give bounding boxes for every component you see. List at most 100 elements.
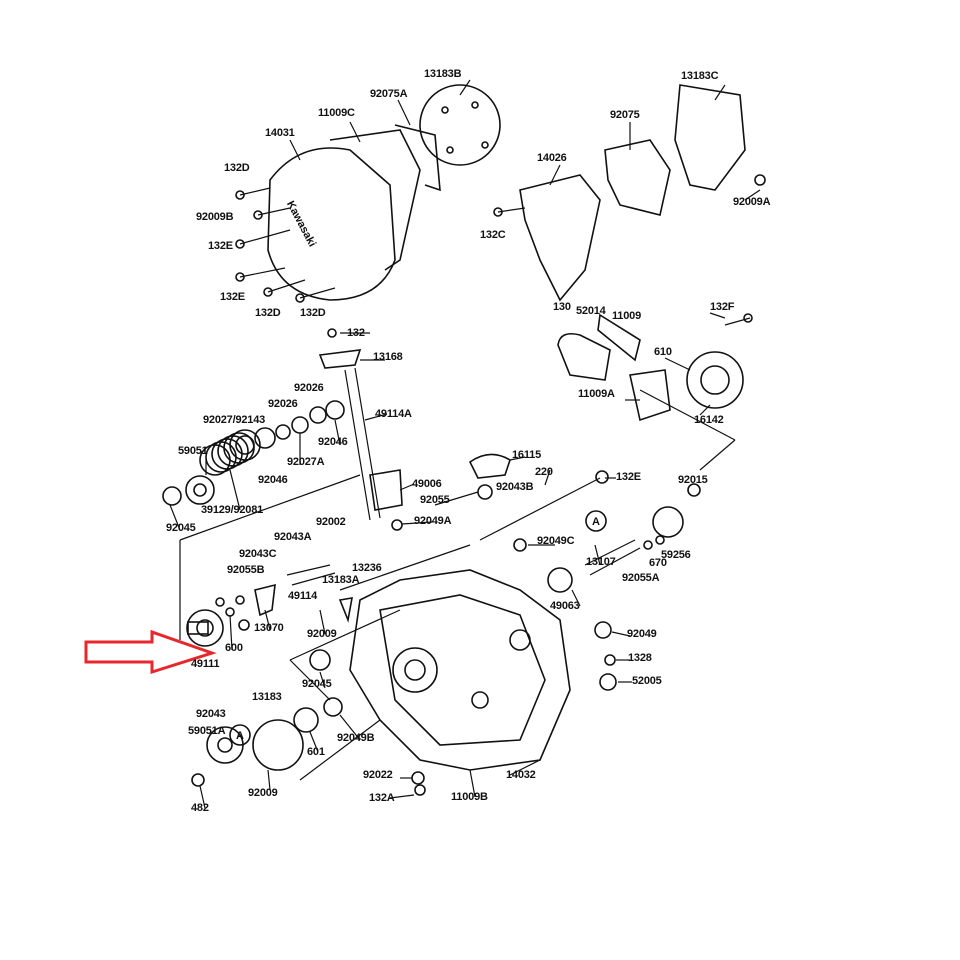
part-label: 92049: [627, 628, 657, 640]
washer-92026: [275, 424, 291, 440]
washer-92022: [411, 771, 425, 785]
circlip-92049a: [391, 519, 403, 531]
leader-line: [397, 99, 411, 126]
crankcase-boss: [471, 691, 489, 709]
leader-line: [389, 794, 415, 799]
part-label: 92046: [318, 436, 348, 448]
leader-line: [469, 769, 476, 798]
part-label: 13183C: [681, 70, 719, 82]
leader-line: [299, 287, 336, 299]
part-label: 670: [649, 557, 667, 569]
leader-line: [264, 609, 271, 631]
bolt-head: [754, 174, 766, 186]
bolt-head: [295, 293, 305, 303]
leader-line: [744, 189, 761, 201]
part-label: 92043: [196, 708, 226, 720]
part-label: 49111: [191, 658, 220, 670]
leader-line: [639, 389, 736, 441]
bolt-head: [235, 190, 245, 200]
leader-line: [239, 267, 286, 278]
pump-body-49111: [186, 609, 224, 647]
part-label: 132E: [220, 291, 245, 303]
leader-line: [229, 469, 241, 511]
leader-line: [611, 631, 631, 637]
gear-hub: [217, 737, 233, 753]
plate-13183: [252, 719, 304, 771]
leader-line: [589, 547, 641, 576]
part-label: 92055: [420, 494, 450, 506]
part-label: 92027A: [287, 456, 325, 468]
gasket-92075: [604, 139, 671, 216]
washer-92026: [309, 406, 327, 424]
clutch-cover: [267, 147, 396, 301]
seal-92049b: [323, 697, 343, 717]
part-label: 11009B: [451, 791, 488, 803]
part-label: 49006: [412, 478, 442, 490]
bolt-head: [743, 313, 753, 323]
leader-line: [724, 317, 751, 326]
o-ring-92055: [477, 484, 493, 500]
leader-line: [497, 207, 526, 213]
part-label: 220: [535, 466, 553, 478]
o-ring: [215, 597, 225, 607]
part-label: 11009C: [318, 107, 355, 119]
shift-cam-49006: [369, 469, 403, 511]
leader-line: [289, 609, 401, 661]
part-label: 13168: [373, 351, 403, 363]
part-label: 92055A: [622, 572, 660, 584]
leader-line: [267, 769, 271, 791]
leader-line: [289, 139, 301, 161]
inspection-cover: [419, 84, 501, 166]
water-pipe: [557, 332, 611, 381]
seal-92049c: [513, 538, 527, 552]
oil-seal-59256: [652, 506, 684, 538]
leader-line: [709, 312, 726, 319]
gasket-11009a: [629, 369, 671, 422]
bearing-601: [293, 707, 319, 733]
part-label: 92009: [248, 787, 278, 799]
leader-line: [479, 477, 601, 541]
leader-line: [509, 759, 541, 776]
leader-line: [544, 469, 551, 486]
part-label: 132D: [255, 307, 281, 319]
part-label: 92043C: [239, 548, 277, 560]
cover-screw: [446, 146, 454, 154]
cap-52005: [599, 673, 617, 691]
pump-shaft: [187, 621, 209, 635]
ring-92055a: [643, 540, 653, 550]
leader-line: [199, 785, 206, 809]
pump-impeller-seat: [700, 365, 730, 395]
crankcase-boss: [509, 629, 531, 651]
leader-line: [339, 714, 361, 741]
part-label: 16142: [694, 414, 724, 426]
bolt-head: [263, 287, 273, 297]
crankcase-bearing-bore: [392, 647, 438, 693]
part-label: 14032: [506, 769, 536, 781]
part-label: 132E: [616, 471, 641, 483]
circlip-482: [191, 773, 205, 787]
part-label: 92055B: [227, 564, 265, 576]
leader-line: [364, 413, 388, 421]
leader-line: [229, 614, 233, 651]
part-label: 132A: [369, 792, 395, 804]
part-label: 13236: [352, 562, 382, 574]
part-label: 92045: [166, 522, 196, 534]
leader-line: [699, 404, 711, 416]
washer-92027a: [291, 416, 309, 434]
part-label: 610: [654, 346, 672, 358]
leader-line: [571, 589, 581, 607]
plate-13183a: [338, 597, 353, 623]
part-label: 13070: [254, 622, 284, 634]
bolt-head: [235, 239, 245, 249]
part-label: 13183: [252, 691, 282, 703]
part-label: 92026: [268, 398, 298, 410]
part-label: 52005: [632, 675, 662, 687]
leader-line: [344, 369, 371, 521]
cover-screw: [481, 141, 489, 149]
sprocket-59051: [185, 475, 215, 505]
leader-line: [354, 367, 381, 519]
callout-circle-a: [229, 724, 251, 746]
leader-line: [319, 671, 326, 689]
shift-lever-13168: [318, 349, 362, 369]
oil-filler-cap-16115: [468, 453, 511, 479]
